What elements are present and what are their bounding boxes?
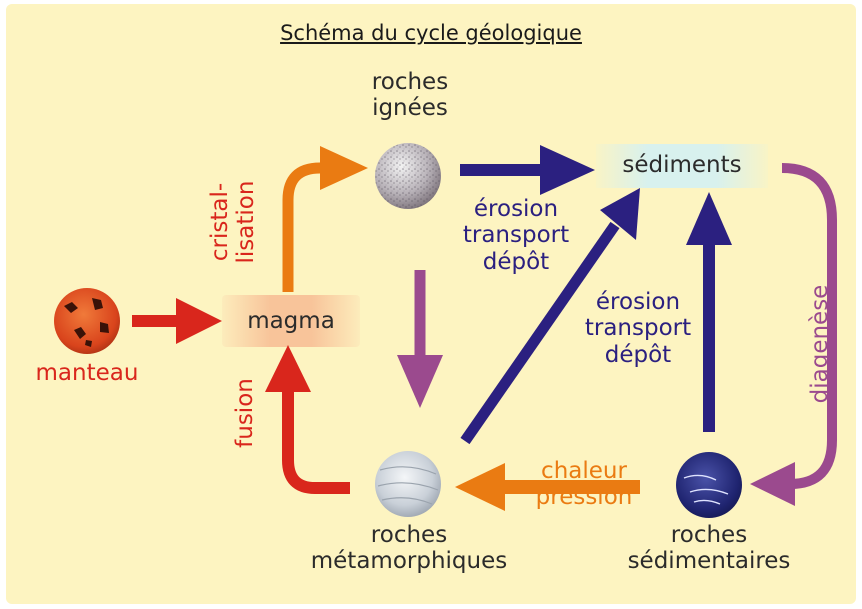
label-erosion-mid: érosion transport dépôt	[566, 289, 710, 368]
arrow-igneous-to-metamorphic	[397, 270, 443, 408]
label-sedimentary-line2: sédimentaires	[606, 548, 812, 574]
erosion-mid-line1: érosion	[566, 289, 710, 315]
label-fusion: fusion	[232, 373, 260, 453]
erosion-top-line2: transport	[444, 222, 588, 248]
label-crystallization: cristal- lisation	[207, 167, 263, 277]
label-metamorphic-line1: roches	[298, 522, 520, 548]
pressure-line: pression	[514, 484, 654, 510]
erosion-top-line3: dépôt	[444, 249, 588, 275]
crystallization-line1: cristal-	[207, 167, 233, 277]
label-igneous-rocks: roches ignées	[345, 69, 475, 122]
label-heat-pressure: chaleur pression	[514, 458, 654, 511]
label-metamorphic-line2: métamorphiques	[298, 548, 520, 574]
sedimentary-rock-icon	[676, 452, 742, 518]
erosion-top-line1: érosion	[444, 196, 588, 222]
crystallization-line2: lisation	[233, 167, 259, 277]
label-metamorphic-rocks: roches métamorphiques	[298, 522, 520, 575]
arrow-igneous-to-sediments	[460, 145, 595, 195]
arrow-crystallization	[288, 146, 368, 292]
label-igneous-line2: ignées	[345, 95, 475, 121]
label-sedimentary-line1: roches	[606, 522, 812, 548]
label-sediments: sédiments	[596, 152, 768, 178]
label-igneous-line1: roches	[345, 69, 475, 95]
label-diagenesis: diagenèse	[807, 284, 835, 404]
label-sedimentary-rocks: roches sédimentaires	[606, 522, 812, 575]
arrow-mantle-to-magma	[132, 298, 222, 344]
erosion-mid-line3: dépôt	[566, 342, 710, 368]
label-mantle: manteau	[22, 360, 152, 386]
mantle-icon	[54, 288, 120, 354]
label-erosion-top: érosion transport dépôt	[444, 196, 588, 275]
heat-line: chaleur	[514, 458, 654, 484]
label-magma: magma	[222, 308, 360, 334]
erosion-mid-line2: transport	[566, 315, 710, 341]
metamorphic-rock-icon	[375, 451, 441, 517]
igneous-rock-icon	[375, 143, 441, 209]
arrow-fusion	[265, 345, 350, 488]
